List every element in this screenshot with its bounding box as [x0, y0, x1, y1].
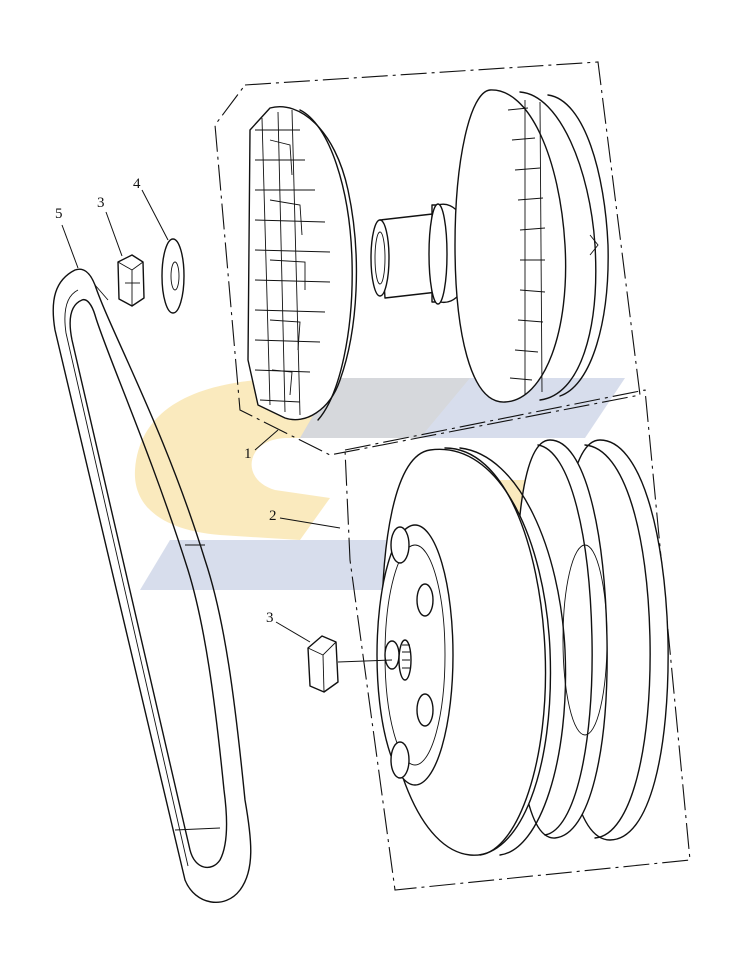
- lower-assembly-boundary: [344, 389, 691, 891]
- fan-drive-plate: [247, 106, 358, 421]
- movable-drive-face: [454, 89, 609, 403]
- callout-1: 1: [244, 446, 252, 462]
- leader-lines: [61, 189, 393, 663]
- hex-nut-upper: [117, 254, 145, 307]
- callout-2: 2: [269, 508, 277, 524]
- upper-assembly-boundary: [214, 61, 641, 456]
- washer: [161, 238, 185, 314]
- callout-4: 4: [133, 176, 141, 192]
- callout-3-lower: 3: [266, 610, 274, 626]
- clutch-drum: [376, 447, 567, 856]
- callout-3-upper: 3: [97, 195, 105, 211]
- callout-5: 5: [55, 206, 63, 222]
- drive-belt: [52, 268, 252, 904]
- hex-nut-lower: [307, 635, 339, 693]
